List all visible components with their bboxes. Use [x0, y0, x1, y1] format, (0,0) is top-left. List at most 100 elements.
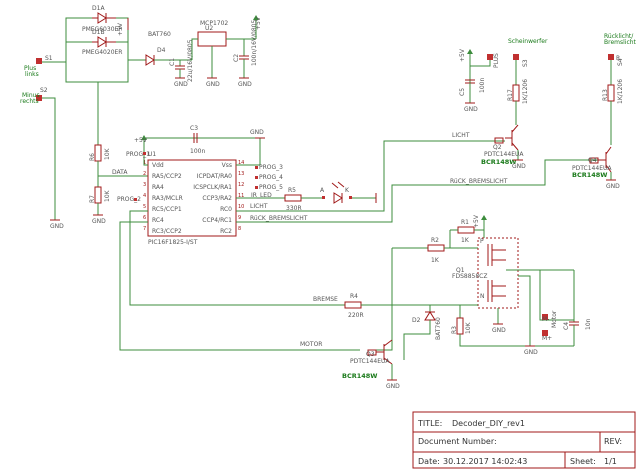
q1-ref: Q1 — [456, 267, 465, 274]
u1-ref: U1 — [148, 151, 156, 158]
pic-pin-right-3: ICSPCLK/RA1 — [193, 184, 232, 191]
q3-ref: Q3 — [366, 351, 375, 358]
pic-pin-left-4: RA3/MCLR — [152, 195, 183, 202]
q1-value: FDS8858CZ — [452, 273, 487, 280]
pic-pin-right-5: RC0 — [220, 206, 232, 213]
r7-value: 10K — [104, 189, 111, 202]
r4-ref: R4 — [350, 293, 358, 300]
d2-ref: D2 — [412, 317, 421, 324]
pic-pin-right-2: ICPDAT/RA0 — [197, 173, 232, 180]
q3-gnd: GND — [386, 383, 400, 390]
q1-vplus: +5V — [473, 214, 480, 228]
pic-pin-left-3: RA4 — [152, 184, 164, 191]
s2-ref: S2 — [40, 87, 48, 94]
c3-value: 100n — [190, 148, 205, 155]
pic-left-pins: Vdd1RA5/CCP22RA43RA3/MCLR4RC5/CCP15RC46R… — [143, 160, 183, 235]
r5-value: 330R — [286, 205, 302, 212]
c1-value: 22u/16V/0805 — [187, 39, 194, 82]
bat760-label: BAT760 — [148, 31, 171, 38]
u2-value: MCP1702 — [200, 20, 228, 27]
s2-label-2: rechts — [20, 98, 39, 105]
r1-ref: R1 — [461, 219, 469, 226]
diode-d1b: D1B PMEG4020ER — [82, 29, 122, 56]
connector-s2[interactable]: S2 Minus rechts GND — [20, 87, 64, 230]
transistor-q4: Q4 PDTC144EUA BCR148W GND — [572, 146, 620, 190]
r6-value: 10K — [104, 147, 111, 160]
s1-label-1: Plus — [24, 65, 36, 72]
led-pin-a: A — [320, 187, 325, 194]
signal-nets: LICHT LICHT RüCK_BREMSLICHT RüCK_BREMSLI… — [119, 132, 598, 351]
pic-pin-right-num-1: 14 — [238, 160, 244, 166]
connector-plus[interactable]: +5V PLUS C5 100n GND — [459, 48, 500, 113]
r1-value: 1K — [461, 237, 470, 244]
connector-s3[interactable]: Scheinwerfer S3 R17 1K/1206 — [507, 38, 548, 125]
connector-s1[interactable]: S1 Plus links — [24, 55, 53, 78]
pic-pin-right-num-7: 8 — [238, 226, 241, 232]
pic-pin-left-7: RC3/CCP2 — [152, 228, 182, 235]
pic-pin-left-num-3: 3 — [143, 182, 146, 188]
q4-partnumber: BCR148W — [572, 171, 607, 179]
ruck-net-2: RüCK_BREMSLICHT — [450, 178, 508, 185]
r17-value: 1K/1206 — [522, 79, 529, 104]
c5-value: 100n — [479, 78, 486, 93]
plus-vplus: +5V — [459, 48, 466, 62]
pic-pin-right-6: CCP4/RC1 — [202, 217, 232, 224]
sheet-value: 1/1 — [604, 457, 617, 466]
r2-value: 1K — [431, 257, 440, 264]
diode-d1a: D1A PMEG6030EP — [82, 5, 122, 33]
regulator-u2: U2 MCP1702 GND — [191, 20, 256, 88]
m-minus: M- — [542, 316, 549, 323]
q1-p-label: P — [480, 238, 484, 245]
pic-pin-right-num-2: 13 — [238, 171, 244, 177]
title-value: Decoder_DIY_rev1 — [452, 419, 525, 428]
r-ref: R — [616, 55, 620, 62]
q2-ref: Q2 — [493, 144, 502, 151]
c2-value: 100n/16V/0805 — [251, 20, 258, 66]
q4-value: PDTC144EUA — [572, 165, 612, 172]
title-label: TITLE: — [417, 419, 442, 428]
s4-ref: S4 — [617, 58, 624, 66]
pic-pin-right-num-6: 9 — [238, 215, 241, 221]
u2-gnd: GND — [206, 81, 220, 88]
pic-pin-right-7: RC2 — [220, 228, 232, 235]
motor-net: MOTOR — [300, 341, 322, 348]
ic-u1-pic[interactable]: U1 PIC16F1825-I/ST Vdd1RA5/CCP22RA43RA3/… — [117, 125, 283, 246]
c2-ref: C2 — [233, 54, 240, 62]
c5-ref: C5 — [459, 88, 466, 96]
bremse-net: BREMSE — [313, 296, 338, 303]
connector-s4[interactable]: Rücklicht/ Bremslicht S4 R13 1K/1206 — [602, 33, 637, 145]
s2-gnd: GND — [50, 223, 64, 230]
diode-d4: BAT760 D4 — [140, 31, 192, 66]
pic-pin-left-1: Vdd — [152, 162, 164, 169]
c1-gnd: GND — [174, 81, 188, 88]
ir-led-net: IR_LED — [251, 192, 272, 199]
r6-ref: R6 — [89, 153, 96, 161]
q2-gnd: GND — [512, 163, 526, 170]
date-value: 30.12.2017 14:02:43 — [443, 457, 527, 466]
u1-value: PIC16F1825-I/ST — [148, 239, 198, 246]
d1b-value: PMEG4020ER — [82, 49, 122, 56]
pic-pin-right-4: CCP3/RA2 — [202, 195, 232, 202]
licht-net-2: LICHT — [452, 132, 470, 139]
r13-ref: R13 — [602, 89, 609, 101]
s4-label-1: Rücklicht/ — [604, 33, 634, 40]
c4-gnd: GND — [524, 349, 538, 356]
c2-vplus: +5V — [255, 16, 262, 30]
data-net: DATA — [112, 169, 128, 176]
r3-ref: R3 — [451, 326, 458, 334]
ir-led-circuit: R5 330R A K IR_LED — [236, 181, 377, 212]
c4-ref: C4 — [563, 322, 570, 330]
r4-value: 220R — [348, 312, 364, 319]
pic-pin-left-num-6: 6 — [143, 215, 146, 221]
pic-pin-right-num-5: 10 — [238, 204, 244, 210]
vplus-d1-label: +5V — [117, 22, 124, 36]
r2-ref: R2 — [431, 237, 439, 244]
d1b-ref: D1B — [92, 29, 105, 36]
pic-pin-right-num-4: 11 — [238, 193, 244, 199]
c1-ref: C1 — [169, 58, 176, 66]
u1-gnd: GND — [250, 129, 264, 136]
pic-pin-left-num-2: 2 — [143, 171, 146, 177]
